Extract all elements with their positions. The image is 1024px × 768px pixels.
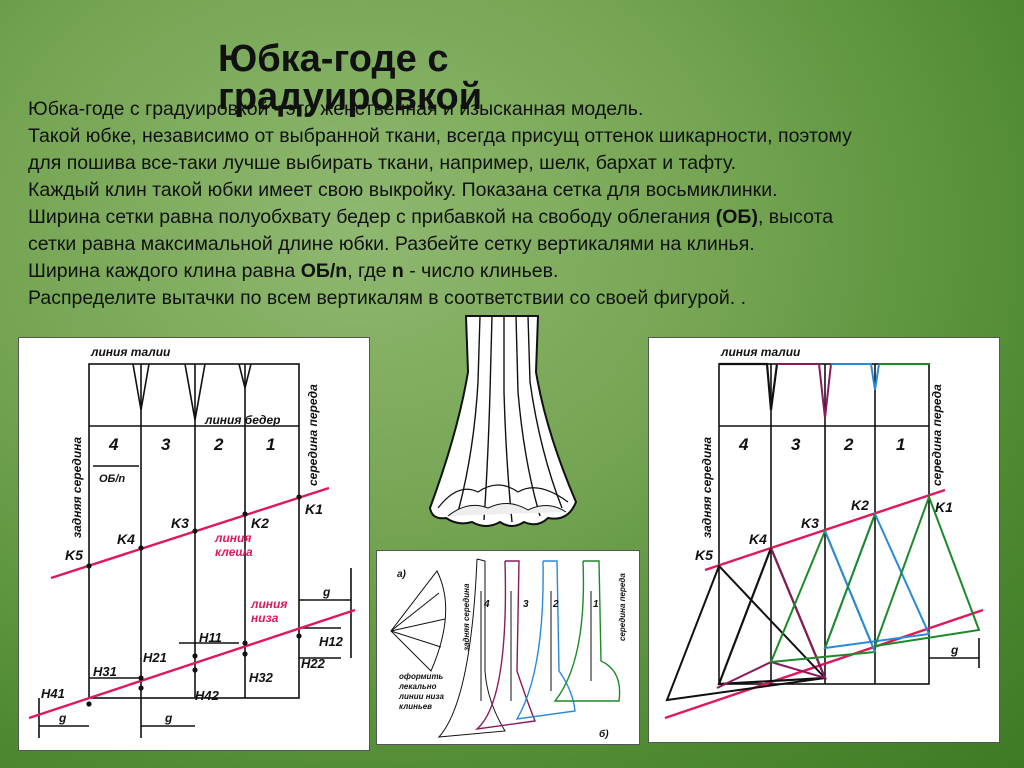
paragraph-text: , высота — [757, 206, 834, 228]
right-waist-line-label: линия талии — [720, 345, 801, 359]
body-paragraph: для пошива все-таки лучше выбирать ткани… — [28, 150, 1018, 177]
body-paragraph: сетки равна максимальной длине юбки. Раз… — [28, 231, 1018, 258]
hem-label-1: линия — [250, 597, 287, 611]
hem-line — [28, 608, 356, 720]
flare-line — [50, 486, 330, 580]
paragraph-text: , где — [347, 260, 392, 282]
point-h31: H31 — [93, 664, 117, 679]
middle-panel-4: 4 — [483, 599, 490, 610]
middle-pattern-diagram: а) б) задняя середина середина переда 4 … — [376, 550, 640, 745]
middle-back-center: задняя середина — [462, 583, 471, 651]
waist-line-label: линия талии — [90, 345, 171, 359]
note-line-2: лекально — [398, 682, 437, 691]
middle-front-center: середина переда — [618, 573, 627, 641]
ob-n-label: ОБ/n — [99, 473, 125, 485]
point-h32: H32 — [249, 670, 274, 685]
panel-number-3: 3 — [161, 435, 171, 454]
paragraph-text: (ОБ) — [715, 206, 758, 228]
point-h12: H12 — [319, 634, 344, 649]
paragraph-text: Ширина сетки равна полуобхвату бедер с п… — [28, 206, 716, 228]
hip-line-label: линия бедер — [204, 413, 280, 427]
right-point-k5: K5 — [695, 547, 713, 563]
panel-number-2: 2 — [213, 435, 224, 454]
right-front-center-label: середина переда — [930, 384, 944, 486]
right-back-center-label: задняя середина — [700, 437, 714, 538]
point-k2: K2 — [251, 515, 269, 531]
right-panel-4: 4 — [738, 435, 749, 454]
point-h11: H11 — [199, 630, 222, 645]
right-point-k2: K2 — [851, 497, 869, 513]
skirt-illustration — [428, 312, 578, 532]
point-h22: H22 — [301, 656, 326, 671]
body-paragraph: Такой юбке, независимо от выбранной ткан… — [28, 123, 1018, 150]
note-line-4: клиньев — [399, 702, 432, 711]
note-line-1: оформить — [399, 672, 444, 681]
right-hem-line — [664, 608, 984, 720]
paragraph-text: Каждый клин такой юбки имеет свою выкрой… — [28, 179, 778, 201]
middle-panel-3: 3 — [523, 599, 529, 610]
left-pattern-diagram: линия талии линия бедер задняя середина … — [18, 337, 370, 751]
right-pattern-diagram: линия талии задняя середина середина пер… — [648, 337, 1000, 743]
panel-number-1: 1 — [266, 435, 275, 454]
right-point-k3: K3 — [801, 515, 819, 531]
paragraph-text: - число клиньев. — [403, 260, 559, 282]
point-h21: H21 — [143, 650, 167, 665]
right-panel-1: 1 — [896, 435, 905, 454]
paragraph-text: Такой юбке, независимо от выбранной ткан… — [28, 125, 852, 147]
paragraph-text: n — [391, 260, 404, 282]
back-center-label: задняя середина — [70, 437, 84, 538]
right-panel-3: 3 — [791, 435, 801, 454]
g-label-2: g — [164, 711, 173, 725]
body-paragraph: Ширина сетки равна полуобхвату бедер с п… — [28, 204, 1018, 231]
flare-label-2: клеша — [215, 545, 253, 559]
point-k1: K1 — [305, 501, 323, 517]
point-k5: K5 — [65, 547, 83, 563]
body-paragraph: Каждый клин такой юбки имеет свою выкрой… — [28, 177, 1018, 204]
point-h41: H41 — [41, 686, 65, 701]
right-panel-2: 2 — [843, 435, 854, 454]
paragraph-text: для пошива все-таки лучше выбирать ткани… — [28, 152, 737, 174]
paragraph-text: сетки равна максимальной длине юбки. Раз… — [28, 233, 755, 255]
middle-panel-2: 2 — [552, 599, 559, 610]
panel-number-4: 4 — [108, 435, 119, 454]
point-k3: K3 — [171, 515, 189, 531]
paragraph-text: Юбка-годе с градуировкой - это женственн… — [28, 98, 644, 120]
paragraph-text: Ширина каждого клина равна — [28, 260, 301, 282]
g-label-1: g — [58, 711, 67, 725]
flare-label-1: линия — [214, 531, 251, 545]
hem-label-2: низа — [251, 611, 279, 625]
point-k4: K4 — [117, 531, 135, 547]
middle-panel-1: 1 — [593, 599, 599, 610]
body-text: Юбка-годе с градуировкой - это женственн… — [28, 96, 1018, 312]
right-point-k4: K4 — [749, 531, 767, 547]
body-paragraph: Ширина каждого клина равна ОБ/n, где n -… — [28, 258, 1018, 285]
front-center-label: середина переда — [306, 384, 320, 486]
slide-title: Юбка-годе с градуировкой — [218, 38, 483, 118]
label-a: а) — [397, 569, 407, 580]
paragraph-text: ОБ/n — [300, 260, 348, 282]
right-point-k1: K1 — [935, 499, 953, 515]
g-label-3: g — [322, 585, 331, 599]
body-paragraph: Юбка-годе с градуировкой - это женственн… — [28, 96, 1018, 123]
label-b: б) — [599, 728, 609, 740]
right-g-label: g — [950, 643, 959, 657]
body-paragraph: Распределите вытачки по всем вертикалям … — [28, 285, 1018, 312]
note-line-3: линии низа — [398, 692, 444, 701]
point-h42: H42 — [195, 688, 220, 703]
paragraph-text: Распределите вытачки по всем вертикалям … — [28, 287, 747, 309]
